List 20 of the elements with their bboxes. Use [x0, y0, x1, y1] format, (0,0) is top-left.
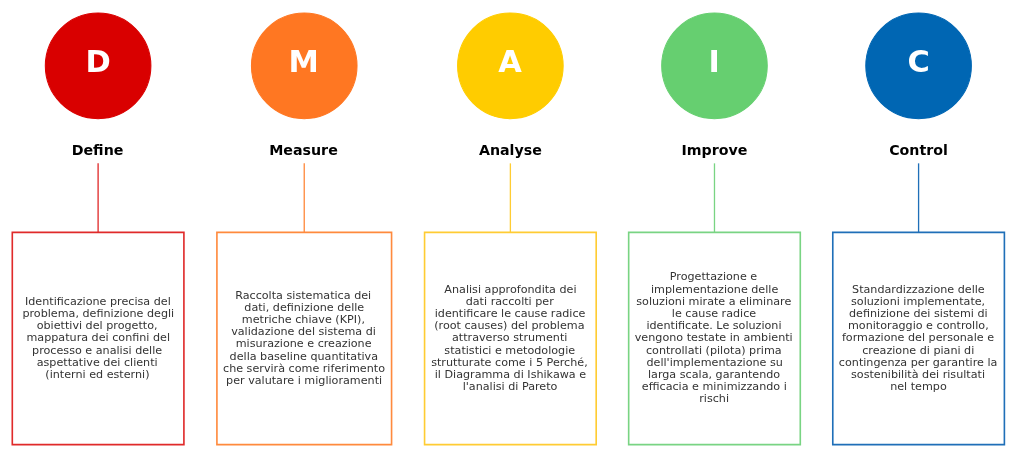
connector: [713, 162, 716, 234]
node-box: Analisi approfondita dei dati raccolti per identificare le cause radice (root causes) del problema attraverso strumenti statistici e metodologie strutturate come i 5 Perché, il Diagramma di Ishikawa e l'analisi di Pareto: [423, 231, 597, 446]
node-circle: D: [44, 12, 152, 120]
node-circle: I: [661, 12, 768, 120]
node-box: Identificazione precisa del problema, definizione degli obiettivi del progetto, mappatura dei confini del processo e analisi delle aspettative dei clienti (interni ed esterni): [11, 231, 185, 446]
node-box: Progettazione e implementazione delle soluzioni mirate a eliminare le cause radice identificate. Le soluzioni vengono testate in ambienti controllati (pilota) prima dell'implementazione su larga scala, garantendo efficacia e minimizzando i rischi: [627, 231, 802, 446]
connector: [97, 162, 99, 234]
connector: [509, 162, 512, 234]
node-box: Raccolta sistematica dei dati, definizione delle metriche chiave (KPI), validazione del sistema di misurazione e creazione della baseline quantitativa che servirà come riferimento per valutare i miglioramenti: [216, 231, 393, 446]
node-text: Improve: [681, 141, 748, 158]
node-circle: A: [457, 12, 564, 120]
connector: [303, 162, 305, 234]
connector: [917, 162, 920, 234]
node-circle: M: [250, 12, 358, 120]
node-text: Analyse: [478, 141, 542, 158]
node-text: Measure: [269, 141, 338, 158]
node-box: Standardizzazione delle soluzioni implementate, definizione dei sistemi di monitoraggio e controllo, formazione del personale e creazione di piani di contingenza per garantire la sostenibilità dei risultati nel tempo: [831, 231, 1006, 446]
node-text: Define: [71, 141, 124, 158]
node-circle: C: [865, 12, 972, 120]
node-text: Control: [889, 141, 948, 158]
